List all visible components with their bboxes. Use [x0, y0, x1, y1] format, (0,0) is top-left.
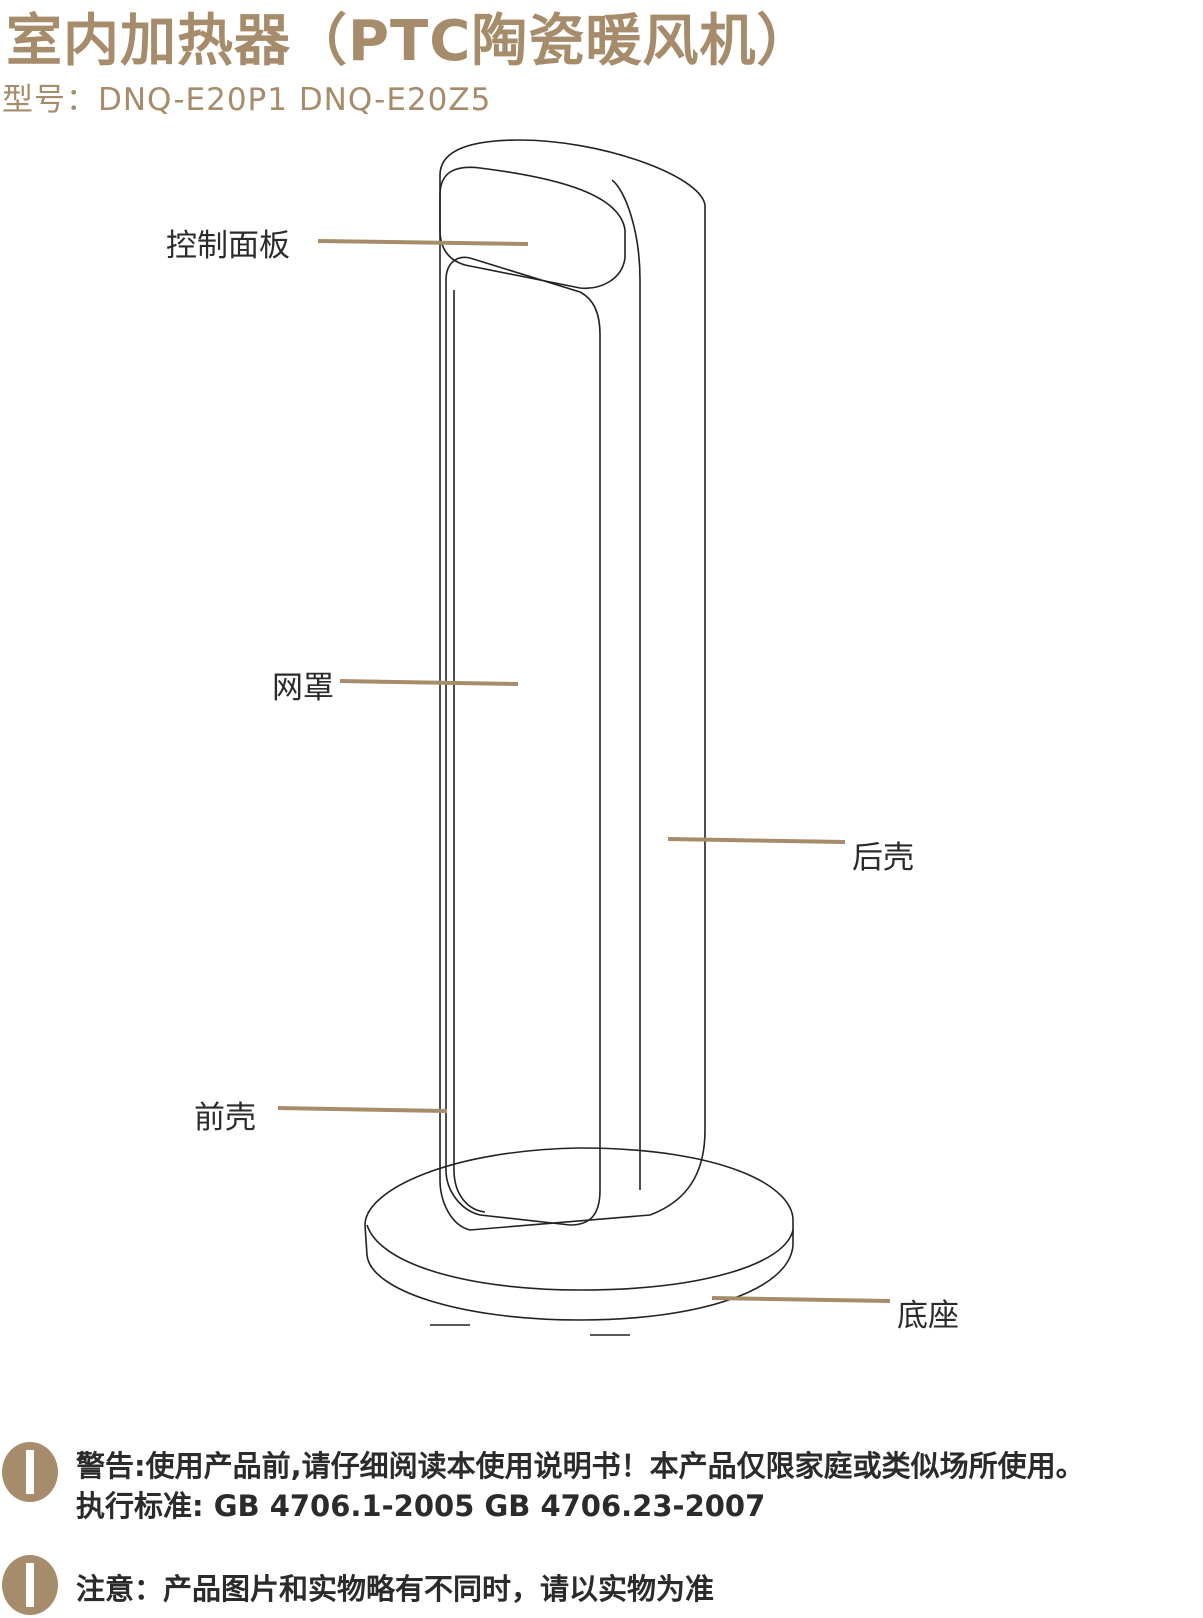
callout-lines	[277, 239, 891, 1303]
info-icon	[2, 1555, 58, 1615]
label-control-panel: 控制面板	[166, 228, 290, 264]
notice-text: 注意：产品图片和实物略有不同时，请以实物为准	[76, 1572, 715, 1606]
page-title: 室内加热器（PTC陶瓷暖风机）	[6, 9, 814, 74]
label-rear-shell: 后壳	[852, 840, 914, 876]
label-front-shell: 前壳	[194, 1100, 256, 1136]
label-mesh-cover: 网罩	[272, 670, 334, 706]
standard-text: 执行标准: GB 4706.1-2005 GB 4706.23-2007	[76, 1489, 766, 1523]
label-base: 底座	[897, 1298, 959, 1334]
mesh-cover	[445, 256, 601, 1226]
model-number: 型号：DNQ-E20P1 DNQ-E20Z5	[2, 82, 492, 118]
callout-rear-shell	[667, 837, 846, 844]
callout-mesh-cover	[339, 679, 519, 686]
control-panel	[439, 166, 626, 290]
base	[364, 1147, 794, 1336]
info-icon	[2, 1442, 58, 1502]
callout-base	[711, 1296, 891, 1303]
callout-control-panel	[317, 239, 529, 246]
rear-shell	[439, 139, 706, 1231]
warning-text: 警告:使用产品前,请仔细阅读本使用说明书！本产品仅限家庭或类似场所使用。	[76, 1449, 1085, 1483]
callout-front-shell	[277, 1106, 448, 1113]
